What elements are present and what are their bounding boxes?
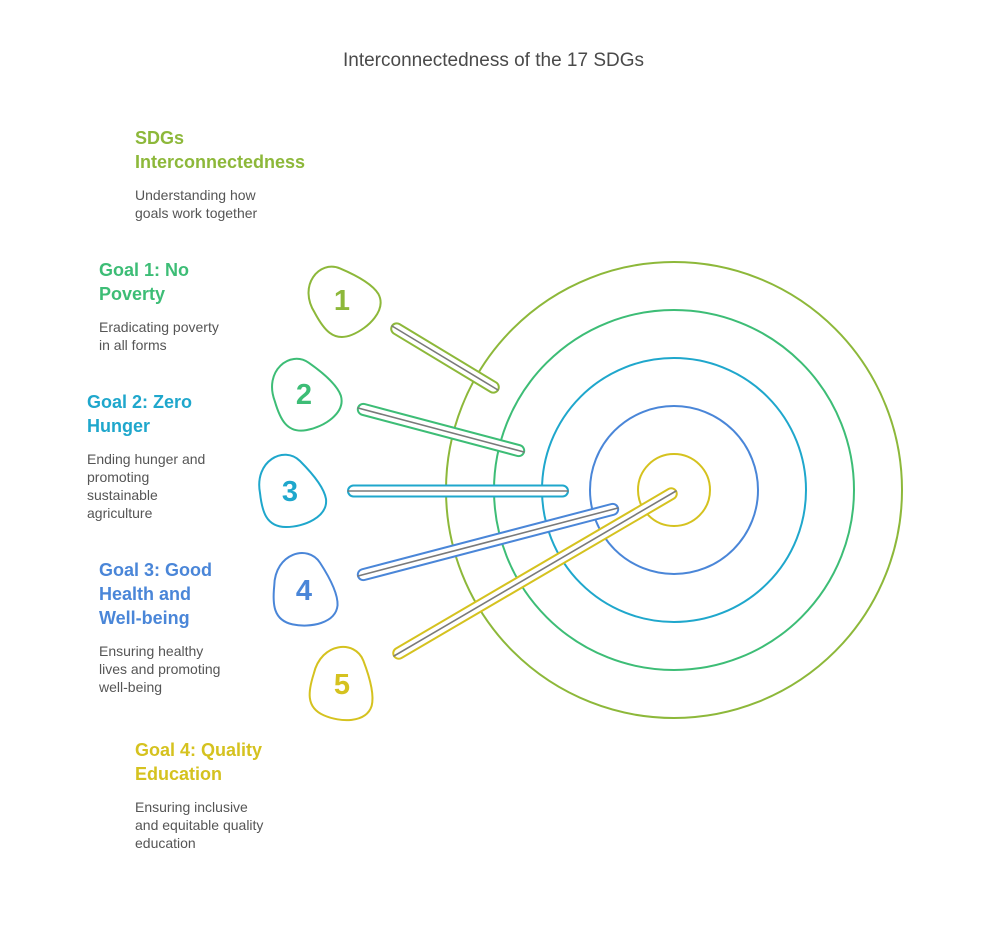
- goal-heading-line: Health and: [99, 584, 192, 604]
- goal-heading-line: Goal 1: No: [99, 260, 190, 280]
- goal-description: Eradicating poverty in all forms: [99, 318, 219, 354]
- dart-head: [308, 645, 374, 722]
- goal-heading-line: Well-being: [99, 608, 190, 628]
- goal-description: Ensuring inclusive and equitable quality e…: [135, 798, 263, 852]
- darts: 1 2 3 4 5: [258, 265, 678, 722]
- target-ring-4: [589, 405, 759, 575]
- dart-number: 4: [296, 575, 312, 607]
- dart-shaft-core: [393, 490, 677, 657]
- target-ring-5: [637, 453, 711, 527]
- goal-description-line: Eradicating poverty: [99, 319, 219, 335]
- goal-heading-line: Goal 3: Good: [99, 560, 213, 580]
- goal-description-line: lives and promoting: [99, 661, 221, 677]
- goal-description-line: Ensuring healthy: [99, 643, 204, 659]
- goal-heading-line: Goal 4: Quality: [135, 740, 263, 760]
- goal-description: Ending hunger and promoting sustainable agr…: [87, 450, 205, 522]
- goal-description-line: in all forms: [99, 337, 167, 353]
- dart-shaft-core: [391, 325, 499, 391]
- dart-number: 1: [334, 285, 350, 317]
- dart-1: 1: [307, 265, 500, 394]
- dart-number: 2: [296, 379, 312, 411]
- goal-heading-line: Interconnectedness: [135, 152, 306, 172]
- goal-description-line: agriculture: [87, 505, 153, 521]
- goal-description-line: education: [135, 835, 196, 851]
- dart-head: [271, 357, 343, 432]
- goal-description-line: promoting: [87, 469, 150, 485]
- goal-heading-line: Poverty: [99, 284, 166, 304]
- goal-description: Understanding how goals work together: [135, 186, 305, 222]
- dart-4: 4: [272, 502, 620, 627]
- dart-shaft-core: [357, 407, 525, 453]
- goal-heading-line: Goal 2: Zero: [87, 392, 193, 412]
- goal-heading-line: Hunger: [87, 416, 150, 436]
- goal-description-line: goals work together: [135, 205, 258, 221]
- dart-head: [258, 453, 328, 529]
- goal-description-line: Ending hunger and: [87, 451, 206, 467]
- dart-head: [272, 552, 339, 627]
- goal-description-line: well-being: [99, 679, 163, 695]
- goal-description: Ensuring healthy lives and promoting well-…: [99, 642, 220, 696]
- dart-number: 3: [282, 476, 298, 508]
- dart-shaft-core: [357, 507, 619, 577]
- goal-description-line: Ensuring inclusive: [135, 799, 248, 815]
- goal-description-line: and equitable quality: [135, 817, 264, 833]
- goal-description-line: Understanding how: [135, 187, 256, 203]
- goal-description-line: sustainable: [87, 487, 158, 503]
- goal-heading-line: SDGs: [135, 128, 185, 148]
- goal-heading: Goal 1: No Poverty: [99, 258, 219, 306]
- dart-2: 2: [271, 357, 526, 458]
- dart-head: [307, 265, 382, 338]
- dart-number: 5: [334, 669, 350, 701]
- goal-heading-line: Education: [135, 764, 223, 784]
- page-title: Interconnectedness of the 17 SDGs: [342, 50, 644, 71]
- dart-5: 5: [308, 487, 678, 722]
- dart-3: 3: [258, 453, 569, 529]
